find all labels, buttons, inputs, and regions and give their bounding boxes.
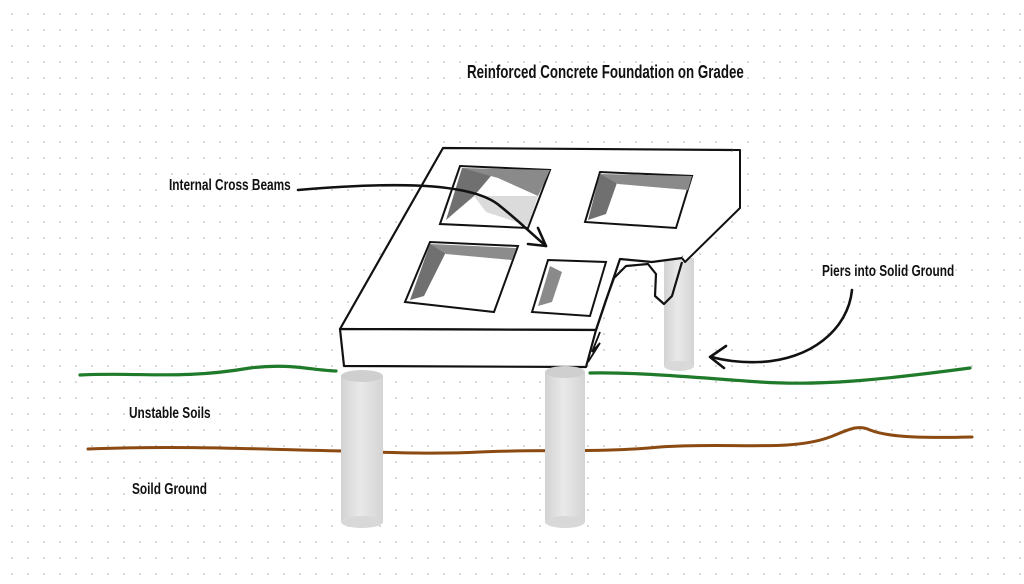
slab-opening-bottom-right	[530, 258, 608, 318]
slab-side	[681, 149, 741, 263]
pier-front-right	[545, 366, 585, 528]
slab-front	[338, 327, 598, 369]
label-piers-into-solid-ground: Piers into Solid Ground	[822, 263, 955, 280]
grade-line	[78, 364, 972, 385]
diagram-title: Reinforced Concrete Foundation on Gradee	[467, 62, 744, 82]
label-unstable-soils: Unstable Soils	[129, 405, 211, 422]
arrow-cross-beams	[296, 183, 548, 248]
arrow-piers	[708, 288, 854, 370]
label-solid-ground: Soild Ground	[132, 481, 207, 498]
label-internal-cross-beams: Internal Cross Beams	[169, 177, 291, 194]
slab-broken-edge	[594, 261, 684, 331]
slab-broken-edge-detail	[587, 331, 601, 363]
slab-opening-bottom-left	[403, 240, 520, 314]
pier-front-left	[341, 370, 383, 528]
solid-ground-line	[86, 426, 974, 455]
slab-opening-top-right	[583, 170, 694, 230]
